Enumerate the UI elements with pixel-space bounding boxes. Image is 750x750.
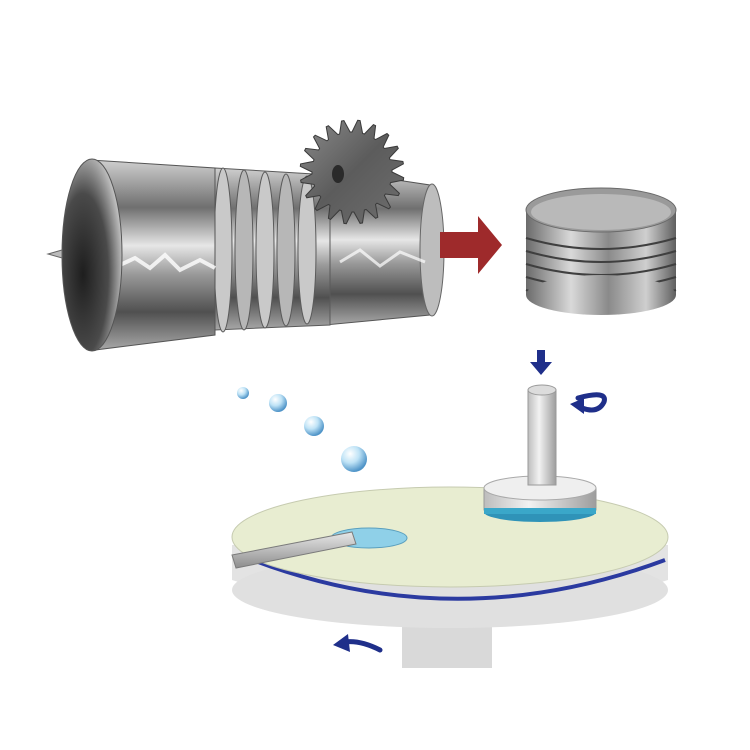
dispenser-arm xyxy=(231,527,408,569)
curved-arrow-icon xyxy=(333,634,383,653)
wafer-carrier xyxy=(483,384,597,522)
sliced-wafers xyxy=(213,167,331,333)
ingot-cylinder xyxy=(46,158,445,352)
slurry-droplets xyxy=(237,387,367,472)
droplet-icon xyxy=(237,387,249,399)
polishing-platen xyxy=(231,486,669,668)
droplet-icon xyxy=(269,394,287,412)
wafer-groove xyxy=(525,237,677,250)
saw-blade xyxy=(299,119,405,225)
saw-hub xyxy=(332,165,344,183)
right-arrow-icon xyxy=(440,216,502,274)
droplet-icon xyxy=(304,416,324,436)
droplet-icon xyxy=(341,446,367,472)
saw-blade-teeth xyxy=(299,119,405,225)
down-arrow-icon xyxy=(530,350,552,375)
wafer-groove xyxy=(525,250,677,263)
wafer-stack xyxy=(525,187,677,315)
wafer-groove xyxy=(525,263,677,276)
carrier-shaft xyxy=(527,389,557,486)
curved-arrow-icon xyxy=(570,392,607,414)
